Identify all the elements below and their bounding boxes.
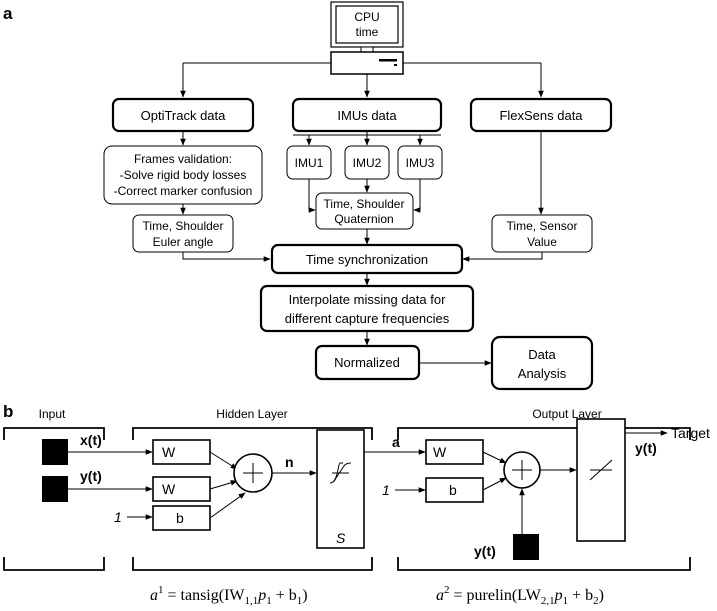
imu2-label: IMU2 [353,156,382,170]
hidden-title: Hidden Layer [216,407,287,421]
frames-line2: -Solve rigid body losses [120,168,247,182]
input-y-label: y(t) [80,468,102,484]
analysis-line2: Analysis [518,366,567,381]
imu3-label: IMU3 [406,156,435,170]
hidden-weight-box-2 [152,476,211,502]
target-input-square [513,534,539,560]
equation-output: a2= purelin(LW2,1p1 + b2) [436,584,604,607]
equation-hidden: a1= tansig(IW1,1p1 + b1) [150,584,308,607]
frames-line1: Frames validation: [134,152,232,166]
data-analysis-box [490,335,594,391]
output-bias-box [425,477,484,503]
bias-one-hidden: 1 [114,509,122,525]
input-title: Input [39,407,66,421]
imus-connectors [293,131,441,146]
net-input-label: n [285,454,294,470]
hidden-output-label: a [392,434,400,450]
frames-line3: -Correct marker confusion [114,184,253,198]
hidden-bias-label: b [176,510,184,526]
hidden-weight-label-2: W [162,481,176,497]
hidden-weight-label-1: W [162,444,176,460]
quat-line1: Time, Shoulder [324,197,405,211]
section-brackets [3,427,691,571]
euler-line1: Time, Shoulder [143,219,224,233]
euler-line2: Euler angle [153,235,214,249]
input-x-label: x(t) [80,432,102,448]
cpu-label-line1: CPU [354,10,379,24]
optitrack-label: OptiTrack data [141,108,227,123]
output-bias-label: b [449,482,457,498]
imu1-label: IMU1 [295,156,324,170]
target-label: Target [671,425,710,441]
output-title: Output Layer [532,407,601,421]
quaternion-box [315,192,414,230]
input-square-y [42,476,68,502]
sensor-line2: Value [527,235,557,249]
imus-label: IMUs data [337,108,397,123]
quat-line2: Quaternion [334,212,393,226]
flexsens-label: FlexSens data [499,108,583,123]
time-sync-label: Time synchronization [306,252,428,267]
sensor-line1: Time, Sensor [507,219,578,233]
panel-b-label: b [3,402,13,421]
hidden-bias-box [152,505,211,531]
output-y-label: y(t) [635,440,657,456]
output-weight-label: W [433,444,447,460]
input-square-x [42,439,68,465]
tansig-transfer-box [316,429,365,549]
target-y-label: y(t) [474,543,496,559]
cpu-connectors [180,62,544,98]
transfer-s-label: S [336,530,346,546]
analysis-line1: Data [528,347,556,362]
purelin-transfer-box [576,418,626,542]
bias-one-output: 1 [382,482,390,498]
normalized-label: Normalized [334,355,400,370]
interp-line1: Interpolate missing data for [289,292,446,307]
interp-line2: different capture frequencies [285,311,450,326]
panel-a-label: a [3,4,13,23]
cpu-label-line2: time [356,25,379,39]
